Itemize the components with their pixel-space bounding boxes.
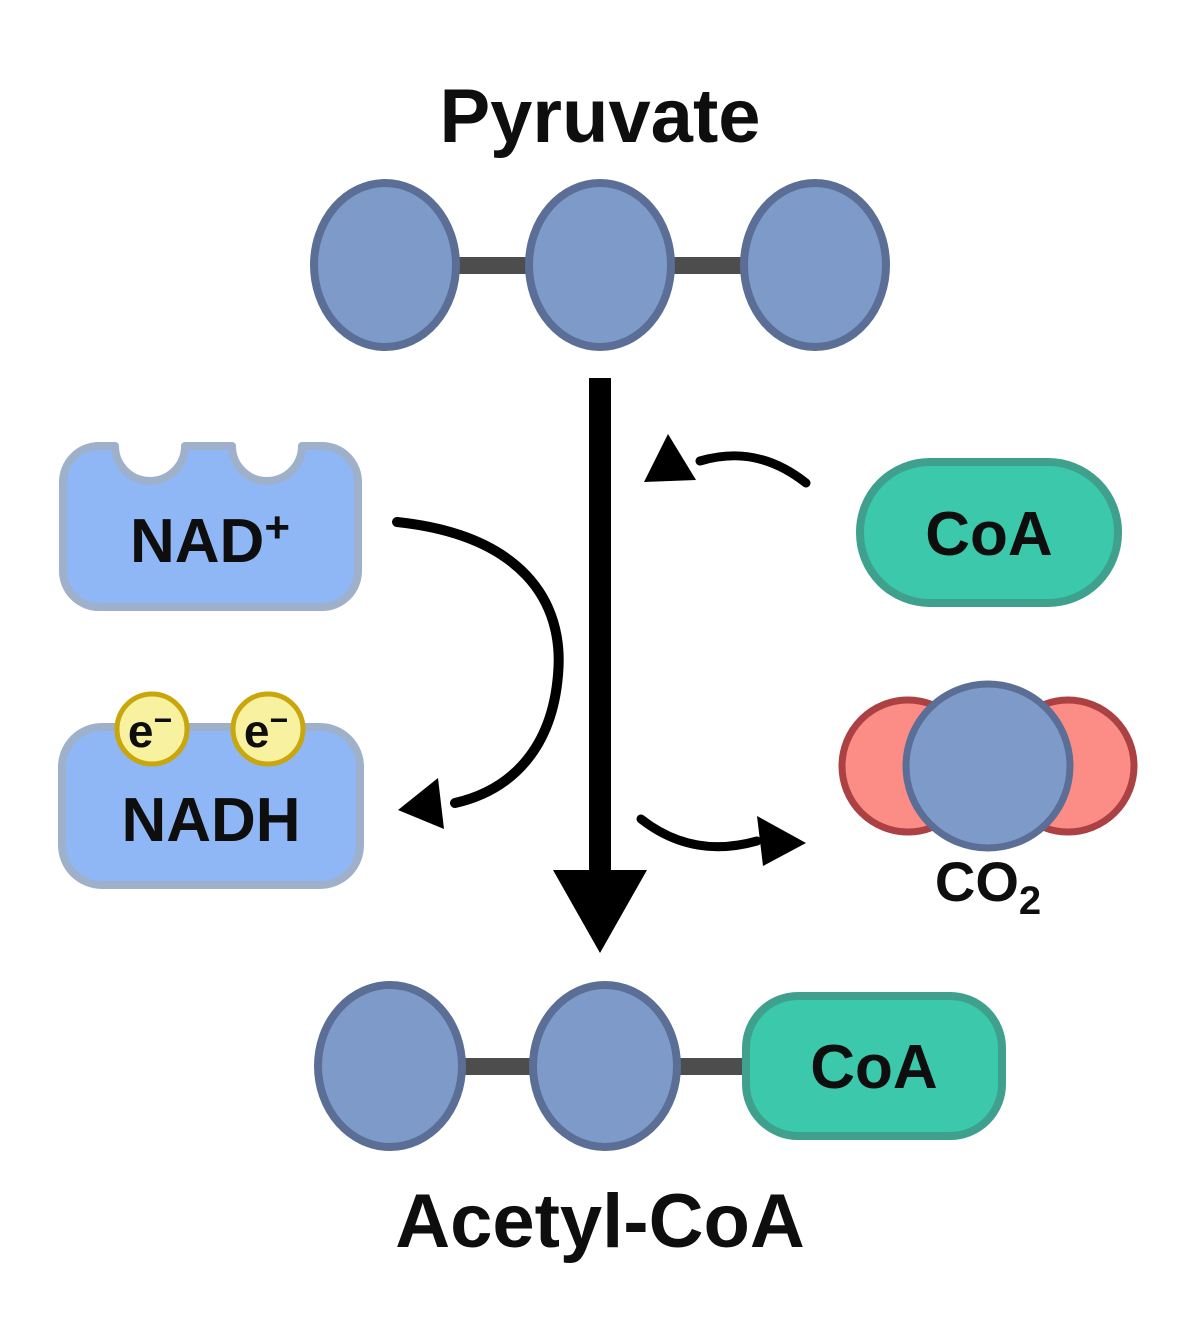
co2-output-arrow-head — [757, 816, 806, 866]
nad-to-nadh-arrow-head — [398, 778, 444, 829]
pyruvate-title: Pyruvate — [439, 74, 760, 159]
electron-circle — [114, 691, 190, 767]
reaction-arrow-icon — [553, 378, 647, 953]
nad-plus-box — [59, 442, 362, 611]
carbon-bond — [660, 1058, 755, 1075]
coa-pill — [742, 992, 1006, 1140]
co2-output-arrow-icon — [636, 814, 806, 866]
carbon-bond — [650, 257, 760, 274]
coa-input-arrow-head — [644, 434, 696, 482]
carbon-circle — [902, 680, 1074, 852]
nad-plus-label: NAD+ — [130, 503, 290, 576]
acetyl-coa-molecule: CoA — [314, 981, 1006, 1151]
carbon-circle — [525, 179, 675, 351]
carbon-circle — [740, 179, 890, 351]
nad-to-nadh-arrow-icon — [392, 517, 564, 829]
reaction-arrow-shaft — [589, 378, 611, 876]
nad-to-nadh-arrow-curve — [392, 517, 564, 808]
reaction-arrow-head — [553, 870, 647, 953]
nad-plus-molecule: NAD+ — [59, 442, 362, 611]
nadh-label: NADH — [121, 786, 300, 855]
co2-output-arrow-curve — [636, 814, 762, 852]
electron-label: e− — [244, 702, 288, 757]
coa-pill — [856, 458, 1122, 607]
carbon-circle — [310, 179, 460, 351]
coa-input-arrow-curve — [695, 451, 811, 488]
electron-circle — [230, 691, 306, 767]
acetyl-coa-title: Acetyl-CoA — [395, 1179, 805, 1264]
coa-input-arrow-icon — [644, 434, 811, 488]
carbon-circle — [529, 981, 681, 1151]
co2-label: CO2 — [935, 850, 1041, 923]
co2-molecule: CO2 — [838, 680, 1138, 923]
coa-molecule: CoA — [856, 458, 1122, 607]
carbon-bond — [450, 1058, 555, 1075]
nadh-molecule: e− e− NADH — [58, 691, 364, 889]
pyruvate-molecule — [310, 179, 890, 351]
nadh-box — [58, 723, 364, 889]
electron-label: e− — [128, 702, 172, 757]
carbon-circle — [314, 981, 466, 1151]
coa-label: CoA — [810, 1033, 937, 1102]
coa-label: CoA — [925, 500, 1052, 569]
